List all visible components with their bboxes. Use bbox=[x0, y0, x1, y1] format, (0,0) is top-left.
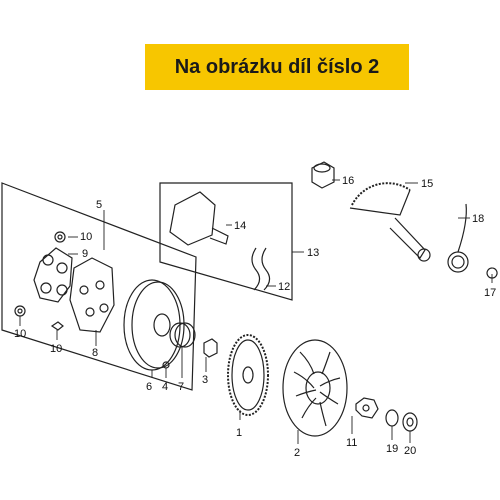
callout-15: 15 bbox=[421, 178, 433, 190]
callout-3: 3 bbox=[202, 374, 208, 386]
callout-1: 1 bbox=[236, 427, 242, 439]
callout-19: 19 bbox=[386, 443, 398, 455]
washer-19-part bbox=[385, 409, 399, 427]
callout-18: 18 bbox=[472, 213, 484, 225]
gear-plate-part bbox=[227, 334, 269, 416]
callout-8: 8 bbox=[92, 347, 98, 359]
ramp-plate-part bbox=[69, 257, 115, 333]
callout-4: 4 bbox=[162, 381, 168, 393]
bushing-16-part bbox=[311, 161, 335, 189]
callout-14: 14 bbox=[234, 220, 246, 232]
nut-part bbox=[355, 397, 379, 419]
callout-11: 11 bbox=[346, 437, 357, 449]
callout-10a: 10 bbox=[80, 231, 92, 243]
callout-9: 9 bbox=[82, 248, 88, 260]
group-box-kick-starter bbox=[159, 182, 293, 301]
spring-clip-part bbox=[251, 247, 271, 291]
callout-13: 13 bbox=[307, 247, 319, 259]
return-spring-part bbox=[447, 203, 469, 273]
slide-piece-parts bbox=[14, 231, 66, 331]
callout-20: 20 bbox=[404, 445, 416, 457]
callout-10b: 10 bbox=[14, 328, 26, 340]
collar-part bbox=[203, 338, 218, 358]
callout-17: 17 bbox=[484, 287, 496, 299]
callout-16: 16 bbox=[342, 175, 354, 187]
group-box-variator bbox=[1, 182, 197, 391]
callout-5: 5 bbox=[96, 199, 102, 211]
roller-holder-part bbox=[33, 247, 73, 303]
lock-nut-part bbox=[402, 412, 418, 432]
fan-plate-part bbox=[282, 339, 348, 437]
bushing-part bbox=[169, 322, 196, 348]
callout-10c: 10 bbox=[50, 343, 62, 355]
callout-6: 6 bbox=[146, 381, 152, 393]
starter-pinion-part bbox=[169, 191, 229, 246]
banner-text: Na obrázku díl číslo 2 bbox=[174, 55, 380, 78]
leader-lines bbox=[19, 179, 493, 444]
callout-7: 7 bbox=[178, 381, 184, 393]
highlight-banner: Na obrázku díl číslo 2 bbox=[145, 44, 409, 90]
spindle-part bbox=[349, 182, 431, 262]
callout-12: 12 bbox=[278, 281, 290, 293]
callout-2: 2 bbox=[294, 447, 300, 459]
